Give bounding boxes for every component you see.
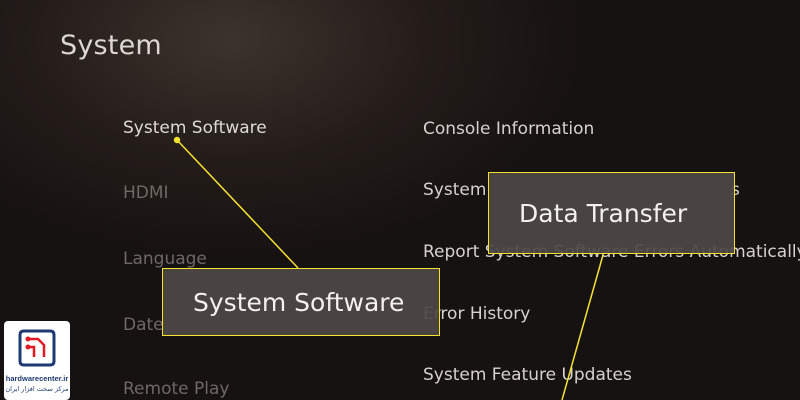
menu-item-error-history[interactable]: Error History (423, 304, 531, 324)
page-title: System (60, 30, 162, 61)
circuit-icon (18, 329, 56, 367)
right-settings-menu: Console Information System s Report Syst… (423, 0, 800, 400)
menu-item-date[interactable]: Date (123, 315, 164, 335)
callout-system-software: System Software (162, 268, 440, 336)
left-settings-menu: System Software HDMI Language Date Remot… (123, 0, 403, 400)
menu-item-system-software[interactable]: System Software (123, 118, 267, 138)
menu-item-language[interactable]: Language (123, 249, 207, 269)
watermark-site: hardwarecenter.ir (5, 374, 69, 383)
menu-item-remote-play[interactable]: Remote Play (123, 379, 230, 399)
menu-item-trailing-s: s (731, 180, 740, 200)
menu-item-system-feature-updates[interactable]: System Feature Updates (423, 365, 632, 385)
hardwarecenter-watermark-logo: hardwarecenter.ir مرکز سخت افزار ایران (4, 321, 70, 400)
watermark-tagline: مرکز سخت افزار ایران (5, 385, 69, 393)
callout-data-transfer: Data Transfer (488, 172, 735, 254)
menu-item-hdmi[interactable]: HDMI (123, 183, 169, 203)
menu-item-system-partial[interactable]: System (423, 180, 487, 200)
menu-item-console-information[interactable]: Console Information (423, 119, 595, 139)
